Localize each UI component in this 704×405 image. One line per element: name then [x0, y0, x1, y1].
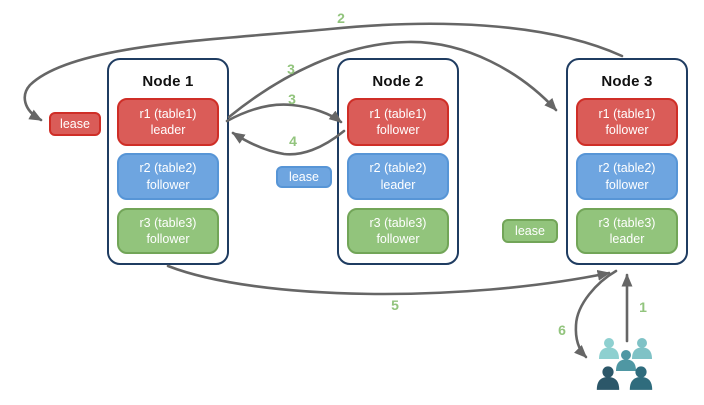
lease-badge-r2: lease [276, 166, 332, 188]
node-1: Node 1 r1 (table1) leader r2 (table2) fo… [107, 58, 229, 265]
node-1-title: Node 1 [142, 73, 194, 90]
node-2: Node 2 r1 (table1) follower r2 (table2) … [337, 58, 459, 265]
node-3-range-r3: r3 (table3) leader [576, 208, 678, 254]
range-role: leader [609, 232, 645, 246]
range-role: leader [380, 177, 416, 192]
lease-badge-r3: lease [502, 219, 558, 243]
step-label-4: 4 [289, 133, 297, 149]
range-role: follower [146, 232, 190, 246]
range-name: r2 (table2) [598, 161, 656, 176]
range-role: follower [605, 123, 649, 137]
range-role: follower [146, 177, 190, 192]
range-role: follower [376, 232, 420, 246]
range-name: r3 (table3) [369, 215, 427, 230]
node-3-range-r1: r1 (table1) follower [576, 98, 678, 146]
step-label-3a: 3 [287, 61, 295, 77]
range-name: r1 (table1) [369, 106, 427, 121]
node-3: Node 3 r1 (table1) follower r2 (table2) … [566, 58, 688, 265]
range-name: r2 (table2) [369, 161, 427, 176]
node-2-range-r2: r2 (table2) leader [347, 153, 449, 200]
node-3-range-r2: r2 (table2) follower [576, 153, 678, 200]
step-label-6: 6 [558, 322, 566, 338]
range-name: r3 (table3) [139, 215, 197, 230]
range-name: r2 (table2) [139, 161, 197, 176]
node-1-range-r2: r2 (table2) follower [117, 153, 219, 200]
step-label-5: 5 [391, 297, 399, 313]
person-icon [599, 338, 619, 359]
step-label-1: 1 [639, 299, 647, 315]
person-icon [629, 366, 653, 390]
node-1-range-r1: r1 (table1) leader [117, 98, 219, 146]
lease-badge-r1: lease [49, 112, 101, 136]
users-icon [596, 338, 653, 390]
step-label-3b: 3 [288, 91, 296, 107]
range-role: leader [150, 123, 186, 137]
person-icon [616, 350, 636, 371]
person-icon [596, 366, 620, 390]
step-label-2: 2 [337, 10, 345, 26]
arrow-step-5-response-to-gateway [166, 264, 611, 296]
node-2-title: Node 2 [372, 73, 424, 90]
range-name: r3 (table3) [598, 215, 656, 230]
node-1-range-r3: r3 (table3) follower [117, 208, 219, 254]
range-name: r1 (table1) [139, 106, 197, 121]
node-2-range-r1: r1 (table1) follower [347, 98, 449, 146]
node-3-title: Node 3 [601, 73, 653, 90]
range-role: follower [605, 177, 649, 192]
range-name: r1 (table1) [598, 106, 656, 121]
person-icon [632, 338, 652, 359]
node-2-range-r3: r3 (table3) follower [347, 208, 449, 254]
arrow-step-3-replicate-to-node2 [225, 103, 343, 124]
range-role: follower [376, 123, 420, 137]
